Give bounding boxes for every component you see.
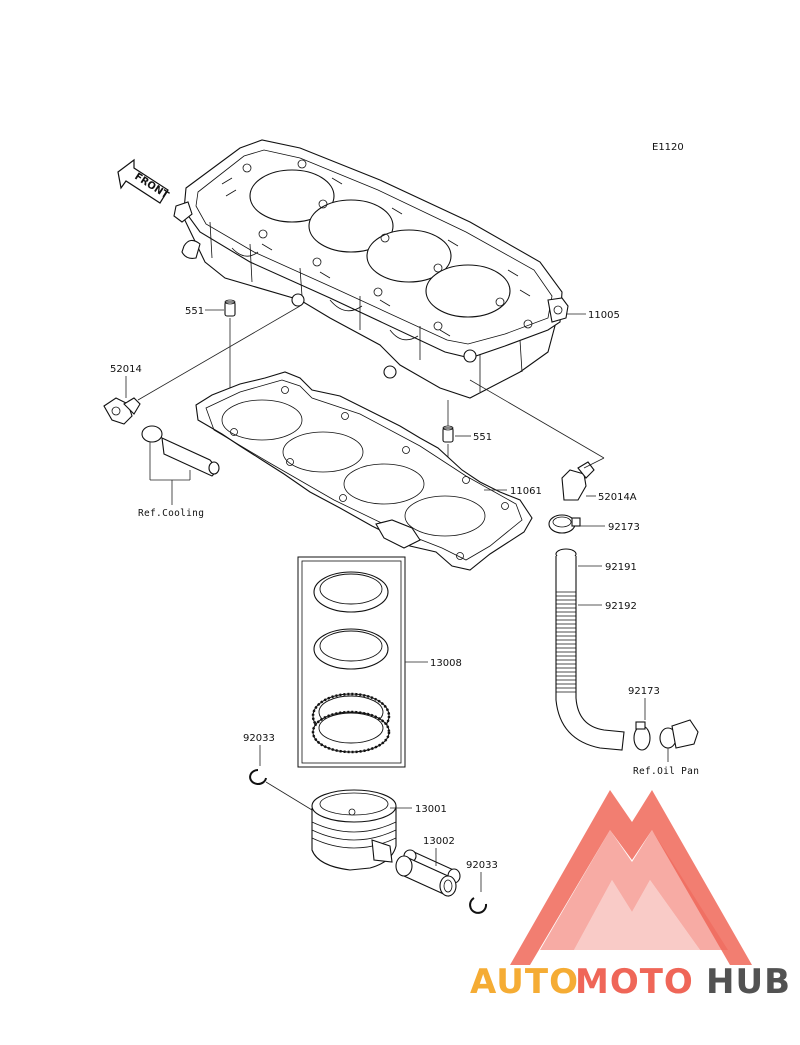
label-hose-short: 92191 — [605, 562, 637, 573]
front-arrow-icon: FRONT — [117, 158, 171, 204]
label-pin: 13002 — [423, 836, 455, 847]
label-clamp-upper: 92173 — [608, 522, 640, 533]
label-cylinder: 11005 — [588, 310, 620, 321]
label-ring-set: 13008 — [430, 658, 462, 669]
label-circlip-left: 92033 — [243, 733, 275, 744]
logo-word-moto: MOTO — [575, 962, 694, 1002]
circlip-right — [469, 897, 488, 914]
diagram-code: E1120 — [652, 142, 684, 153]
label-piston: 13001 — [415, 804, 447, 815]
oil-hose — [555, 548, 625, 751]
fitting-right — [561, 461, 595, 501]
label-dowel-top: 551 — [185, 306, 204, 317]
cooling-hose-stub — [141, 425, 220, 477]
cylinder-base-gasket — [195, 371, 533, 571]
logo-word-auto: AUTO — [470, 962, 579, 1002]
label-gasket: 11061 — [510, 486, 542, 497]
oil-pan-fitting — [659, 719, 699, 749]
dowel-pin-right — [442, 425, 454, 443]
label-circlip-right: 92033 — [466, 860, 498, 871]
automotohub-logo: AUTO MOTO HUB — [470, 790, 791, 1002]
piston — [311, 789, 397, 871]
piston-ring-set — [297, 556, 406, 768]
circlip-left — [249, 769, 267, 785]
logo-word-hub: HUB — [706, 962, 791, 1002]
cylinder-block — [173, 139, 569, 399]
label-fitting-left: 52014 — [110, 364, 142, 375]
label-fitting-right: 52014A — [598, 492, 637, 503]
dowel-pin-top — [224, 299, 236, 317]
label-hose-long: 92192 — [605, 601, 637, 612]
fitting-left — [103, 397, 141, 425]
ref-oil-pan: Ref.Oil Pan — [633, 766, 699, 777]
clamp-lower — [633, 721, 651, 751]
clamp-upper — [548, 514, 581, 534]
piston-pin — [395, 849, 461, 897]
label-dowel-right: 551 — [473, 432, 492, 443]
label-clamp-lower: 92173 — [628, 686, 660, 697]
ref-cooling: Ref.Cooling — [138, 508, 204, 519]
